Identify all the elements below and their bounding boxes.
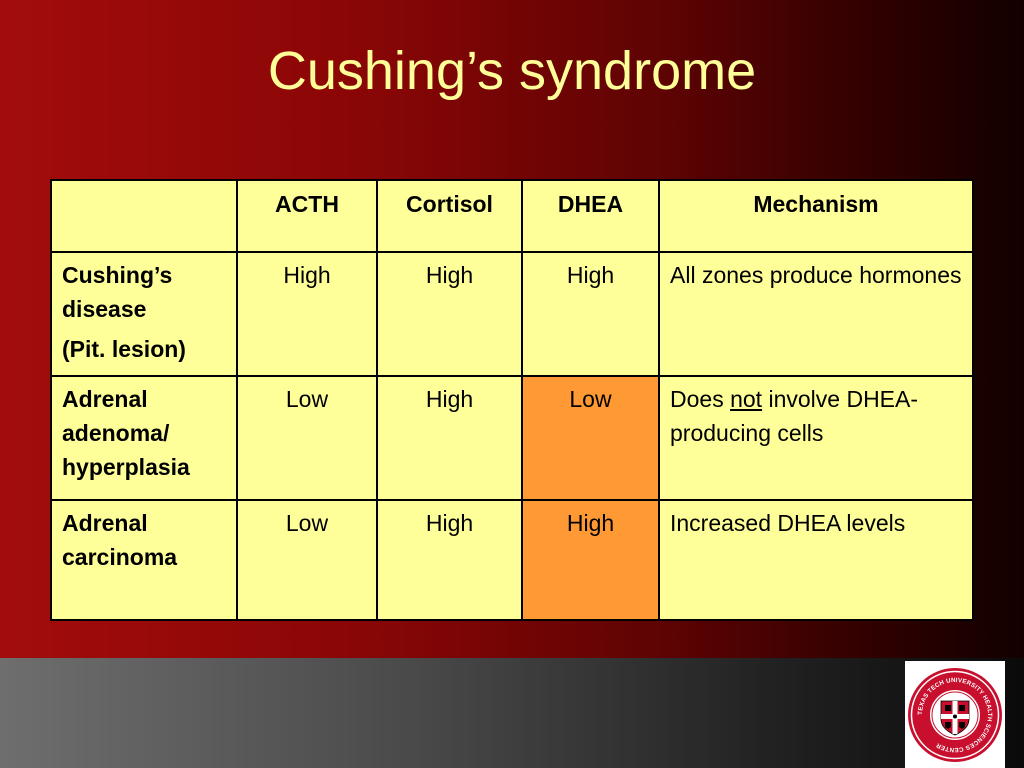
university-logo: TEXAS TECH UNIVERSITY HEALTH SCIENCES CE… bbox=[905, 661, 1005, 768]
row-label-cell: Cushing’s disease (Pit. lesion) bbox=[50, 251, 238, 377]
mechanism-cell: All zones produce hormones bbox=[658, 251, 974, 377]
table-row: Adrenal carcinoma Low High High Increase… bbox=[50, 499, 974, 621]
acth-cell: High bbox=[236, 251, 378, 377]
mechanism-cell: Increased DHEA levels bbox=[658, 499, 974, 621]
mechanism-text: Does bbox=[670, 386, 731, 412]
university-seal-icon: TEXAS TECH UNIVERSITY HEALTH SCIENCES CE… bbox=[908, 668, 1002, 762]
dhea-cell: High bbox=[521, 251, 660, 377]
mechanism-cell: Does not involve DHEA-producing cells bbox=[658, 375, 974, 501]
slide-title: Cushing’s syndrome bbox=[267, 41, 757, 101]
header-cell-mechanism: Mechanism bbox=[658, 179, 974, 253]
header-cell-acth: ACTH bbox=[236, 179, 378, 253]
row-label-line: Cushing’s disease bbox=[62, 262, 173, 322]
footer-bar bbox=[0, 658, 1024, 768]
header-cell-empty bbox=[50, 179, 238, 253]
dhea-cell-highlighted: High bbox=[521, 499, 660, 621]
mechanism-text: involve DHEA-producing cells bbox=[670, 386, 919, 446]
mechanism-emphasis: not bbox=[730, 386, 763, 412]
comparison-table: ACTH Cortisol DHEA Mechanism Cushing’s d… bbox=[50, 179, 974, 621]
cortisol-cell: High bbox=[376, 251, 523, 377]
header-cell-cortisol: Cortisol bbox=[376, 179, 523, 253]
cortisol-cell: High bbox=[376, 375, 523, 501]
row-label-cell: Adrenal carcinoma bbox=[50, 499, 238, 621]
cortisol-cell: High bbox=[376, 499, 523, 621]
table-row: Cushing’s disease (Pit. lesion) High Hig… bbox=[50, 251, 974, 377]
row-label-line: (Pit. lesion) bbox=[62, 336, 186, 362]
dhea-cell-highlighted: Low bbox=[521, 375, 660, 501]
acth-cell: Low bbox=[236, 375, 378, 501]
table-header-row: ACTH Cortisol DHEA Mechanism bbox=[50, 179, 974, 253]
table-row: Adrenal adenoma/ hyperplasia Low High Lo… bbox=[50, 375, 974, 501]
header-cell-dhea: DHEA bbox=[521, 179, 660, 253]
acth-cell: Low bbox=[236, 499, 378, 621]
row-label-cell: Adrenal adenoma/ hyperplasia bbox=[50, 375, 238, 501]
